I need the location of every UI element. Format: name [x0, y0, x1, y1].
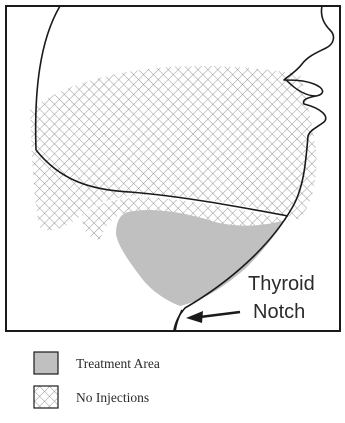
legend: Treatment Area No Injections — [34, 352, 160, 408]
thyroid-notch-label-line2: Notch — [253, 301, 305, 323]
legend-swatch-treatment-area — [34, 352, 58, 374]
thyroid-notch-label-line1: Thyroid — [248, 273, 315, 295]
legend-label-treatment-area: Treatment Area — [76, 356, 160, 371]
legend-label-no-injections: No Injections — [76, 390, 149, 405]
legend-swatch-no-injections — [34, 386, 58, 408]
